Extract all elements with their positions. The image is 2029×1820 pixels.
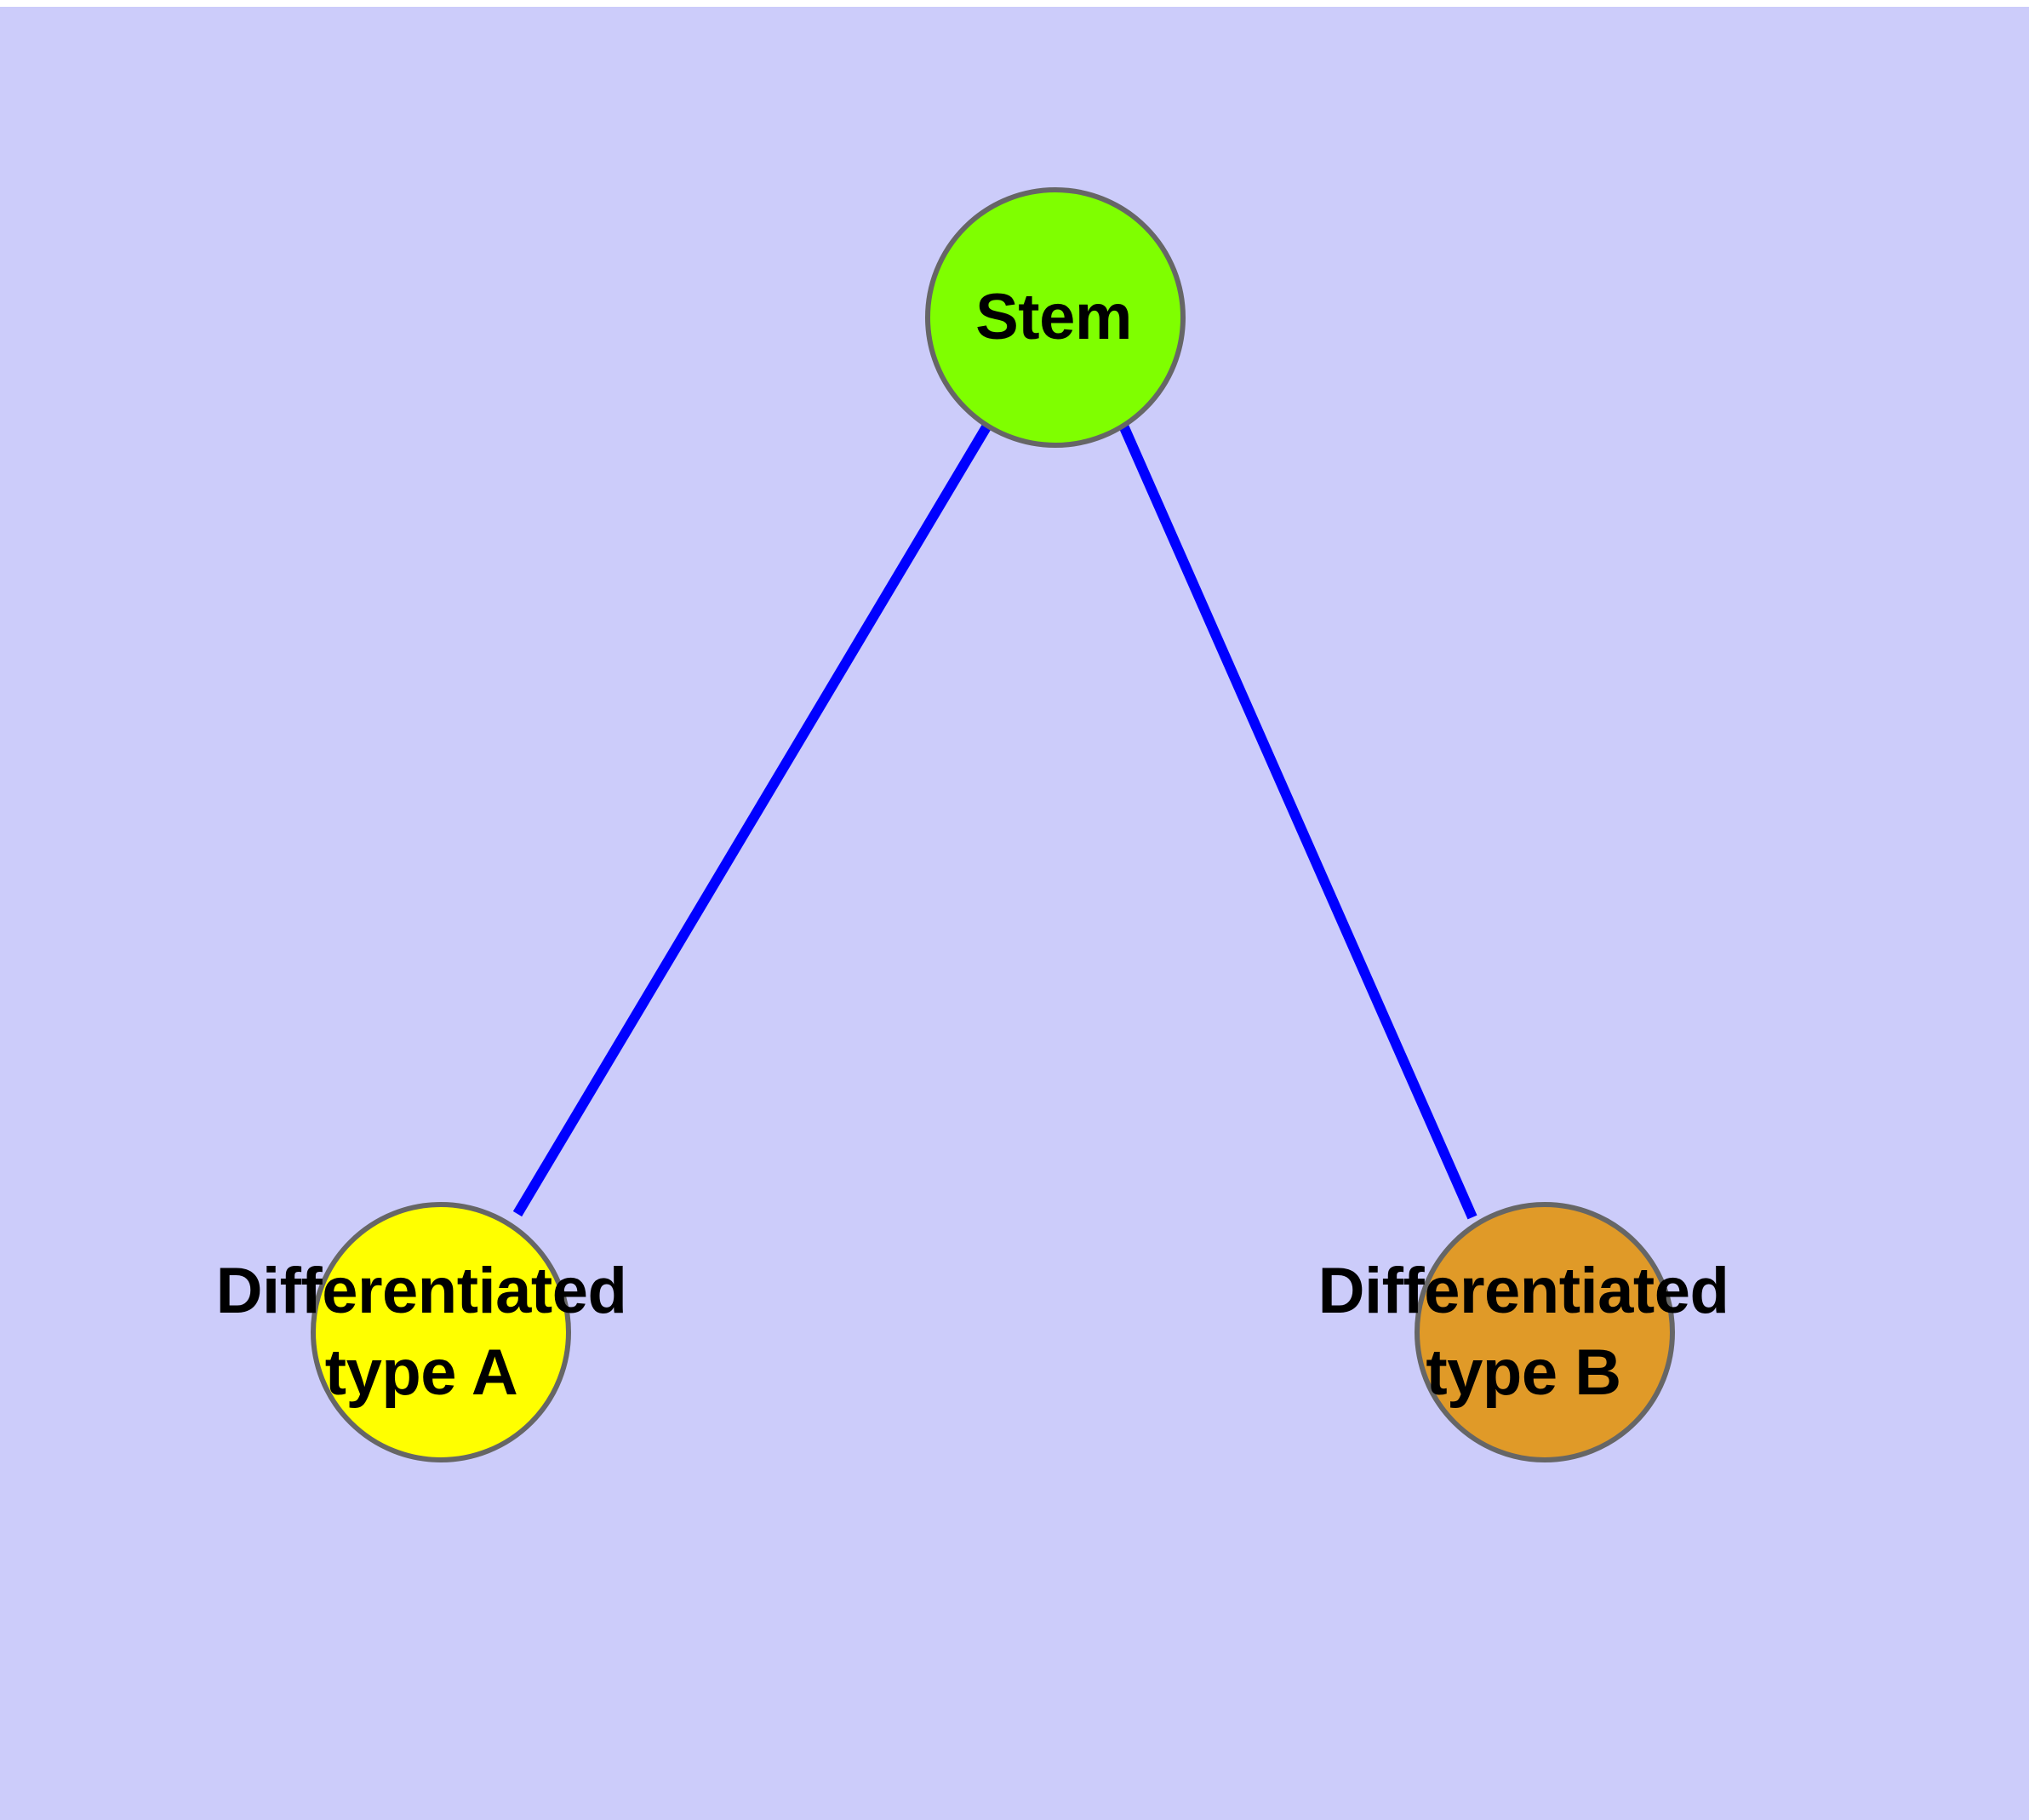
- node-label-line: Differentiated: [1317, 1255, 1729, 1327]
- node-label-line: type A: [324, 1336, 518, 1409]
- node-stem[interactable]: [925, 187, 1186, 448]
- node-differentiated-type-b[interactable]: [1415, 1202, 1675, 1462]
- node-differentiated-type-a[interactable]: [311, 1202, 571, 1462]
- nodes-group: [311, 187, 1675, 1462]
- node-label-line: Differentiated: [215, 1255, 627, 1327]
- node-label-stem: Stem: [975, 277, 1132, 358]
- node-label-line: Stem: [975, 281, 1132, 353]
- node-label-differentiated-type-b: Differentiated type B: [1318, 1251, 1729, 1414]
- edges-group: [512, 422, 1477, 1220]
- edge-stem-to-type-b[interactable]: [1118, 423, 1477, 1220]
- edge-stem-to-type-a[interactable]: [512, 422, 992, 1217]
- node-label-differentiated-type-a: Differentiated type A: [216, 1251, 627, 1414]
- node-label-line: type B: [1426, 1336, 1621, 1409]
